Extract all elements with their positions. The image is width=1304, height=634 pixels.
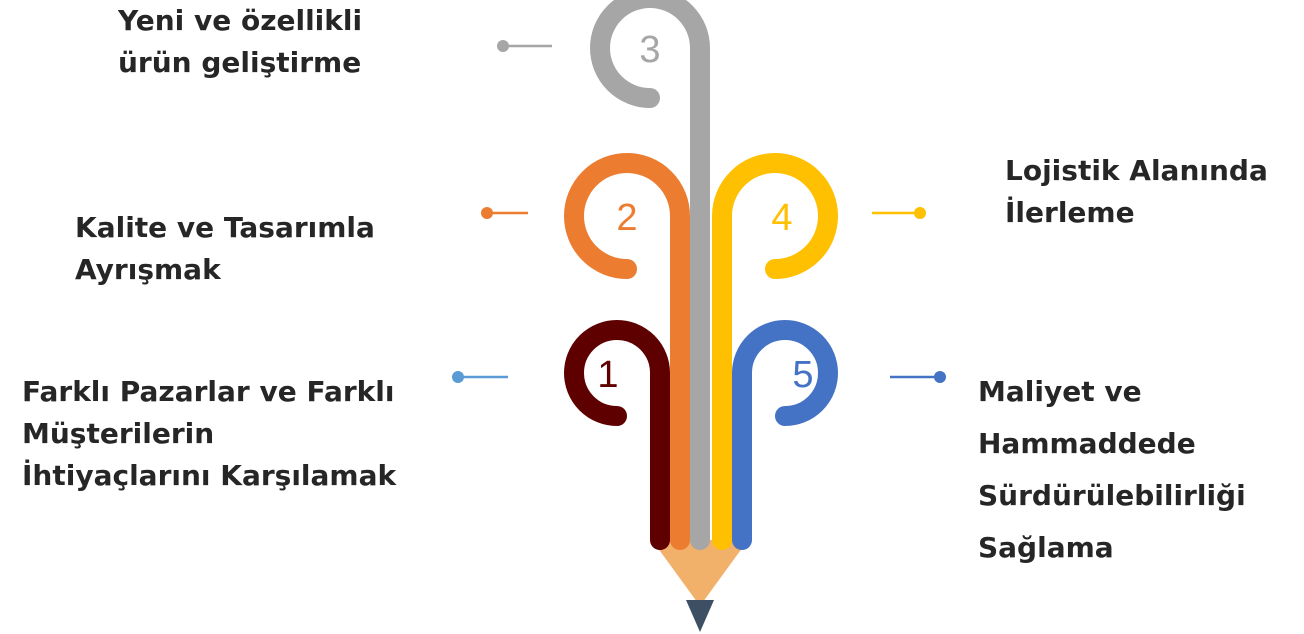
step-2-label-line: Ayrışmak [75, 253, 221, 286]
stroke-2 [564, 153, 690, 550]
pencil-wood [652, 540, 748, 606]
step-1-label: Farklı Pazarlar ve Farklı Müşterilerin İ… [22, 371, 396, 497]
connector-5 [890, 371, 946, 383]
step-5-label-line: Sağlama [978, 531, 1114, 564]
connector-1 [452, 371, 508, 383]
connector-3 [497, 40, 552, 52]
stroke-4 [712, 153, 838, 550]
step-3-label-line: ürün geliştirme [118, 46, 362, 79]
step-number-1: 1 [597, 354, 618, 396]
step-4-label-line: İlerleme [1005, 196, 1135, 229]
connector-2 [481, 207, 528, 219]
step-2-label: Kalite ve Tasarımla Ayrışmak [75, 207, 375, 291]
connector-4 [872, 207, 926, 219]
step-number-4: 4 [771, 197, 792, 239]
step-5-label: Maliyet ve Hammaddede Sürdürülebilirliği… [978, 366, 1246, 574]
step-5-label-line: Maliyet ve [978, 375, 1142, 408]
step-3-label-line: Yeni ve özellikli [118, 4, 363, 37]
step-2-label-line: Kalite ve Tasarımla [75, 211, 375, 244]
step-4-label-line: Lojistik Alanında [1005, 154, 1268, 187]
step-3-label: Yeni ve özellikli ürün geliştirme [118, 0, 362, 84]
step-1-label-line: Müşterilerin [22, 417, 215, 450]
pencil-tip [686, 600, 714, 632]
step-5-label-line: Sürdürülebilirliği [978, 479, 1246, 512]
step-1-label-line: İhtiyaçlarını Karşılamak [22, 459, 397, 492]
step-number-3: 3 [639, 29, 660, 71]
step-4-label: Lojistik Alanında İlerleme [1005, 150, 1268, 234]
step-number-2: 2 [616, 197, 637, 239]
step-1-label-line: Farklı Pazarlar ve Farklı [22, 375, 395, 408]
stroke-1 [564, 320, 670, 550]
stroke-3 [590, 0, 710, 550]
step-number-5: 5 [792, 354, 813, 396]
step-5-label-line: Hammaddede [978, 427, 1196, 460]
stroke-5 [732, 320, 838, 550]
